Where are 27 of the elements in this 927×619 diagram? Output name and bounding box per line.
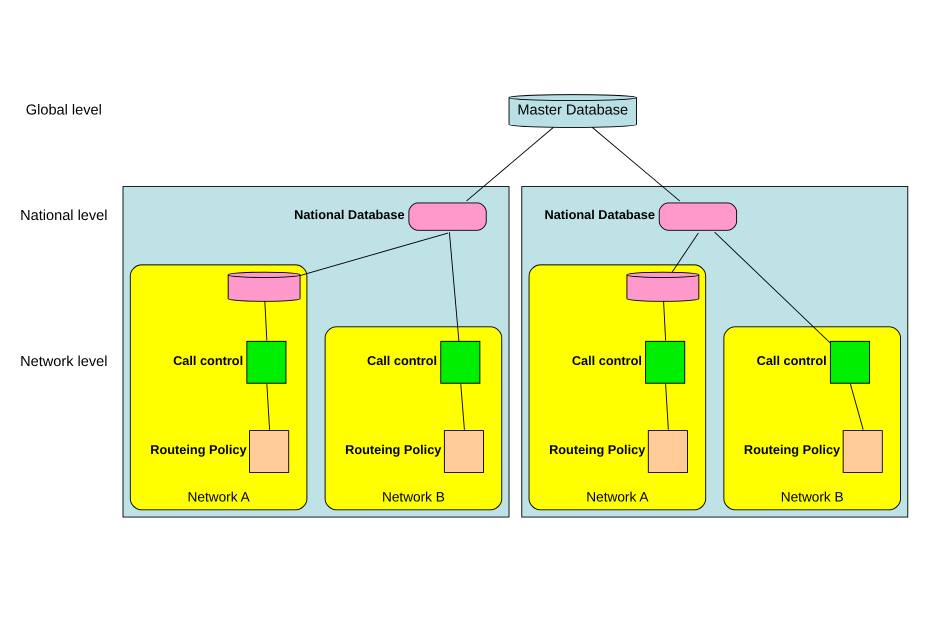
- connector: [672, 232, 699, 272]
- label: Network level: [20, 354, 108, 370]
- cluster: [122, 186, 510, 518]
- node-label: Routeing Policy: [345, 442, 442, 457]
- node-label: Call control: [366, 352, 438, 368]
- node-label: Call control: [756, 352, 827, 368]
- connector: [460, 384, 465, 430]
- connector: [300, 232, 448, 276]
- cluster: [521, 186, 908, 518]
- connector: [448, 232, 460, 342]
- connector: [663, 301, 666, 341]
- node-label: Routeing Policy: [150, 442, 247, 457]
- connector: [665, 384, 669, 430]
- node-label: Routeing Policy: [744, 442, 840, 457]
- node-label: National Database: [294, 207, 405, 222]
- node-label: Call control: [572, 352, 642, 368]
- label: National level: [20, 208, 108, 224]
- connector: [264, 301, 268, 341]
- node-label: Call control: [173, 352, 244, 368]
- node-label: Routeing Policy: [549, 442, 646, 457]
- connector: [266, 384, 270, 430]
- node-label: National Database: [544, 207, 655, 222]
- label: Global level: [26, 102, 102, 118]
- connector: [466, 127, 554, 202]
- connector: [592, 127, 680, 202]
- connector: [850, 384, 864, 430]
- connector: [714, 232, 831, 344]
